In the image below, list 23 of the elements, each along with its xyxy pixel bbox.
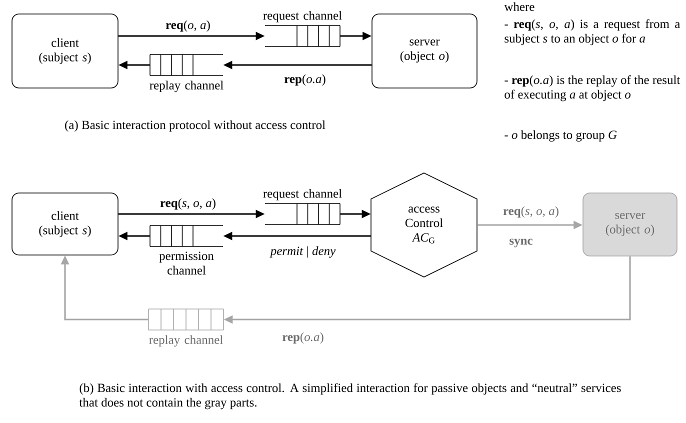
process-box: client (subject s) bbox=[12, 192, 118, 256]
process-box: server (object o) bbox=[582, 192, 678, 256]
caption-text: (a) Basic interaction protocol without access control bbox=[65, 120, 326, 132]
process-box: server (object o) bbox=[372, 14, 478, 88]
edge-label: permit | deny bbox=[269, 245, 337, 259]
edge-label: req(s, o, a) bbox=[502, 205, 560, 219]
channel-label: replay channel bbox=[150, 80, 224, 92]
note-text: - req(s, o, a) is a request from a subject s to an object o for a bbox=[504, 19, 680, 46]
channel-label: request channel bbox=[263, 10, 342, 22]
channel-label: permission channel bbox=[159, 252, 214, 275]
channel-label: replay channel bbox=[149, 335, 223, 347]
edge-label: req(o, a) bbox=[164, 19, 212, 33]
sync-label: sync bbox=[510, 238, 532, 248]
process-box: client (subject s) bbox=[12, 14, 118, 88]
caption-text: (b) Basic interaction with access control. A simplified interaction for passive objects and “neutral” services that does not contain the gray parts. bbox=[79, 383, 621, 410]
note-text: where bbox=[504, 2, 534, 11]
edge-label: req(s, o, a) bbox=[159, 197, 218, 211]
note-text: - rep(o.a) is the replay of the result of executing a at object o bbox=[504, 75, 680, 102]
hexagon: access Control AC$_{G}$ bbox=[370, 172, 478, 278]
note-text: - o belongs to group G bbox=[504, 130, 617, 142]
edge-label: rep(o.a) bbox=[283, 73, 327, 87]
edge-label: rep(o.a) bbox=[281, 331, 325, 345]
channel-label: request channel bbox=[263, 188, 342, 200]
